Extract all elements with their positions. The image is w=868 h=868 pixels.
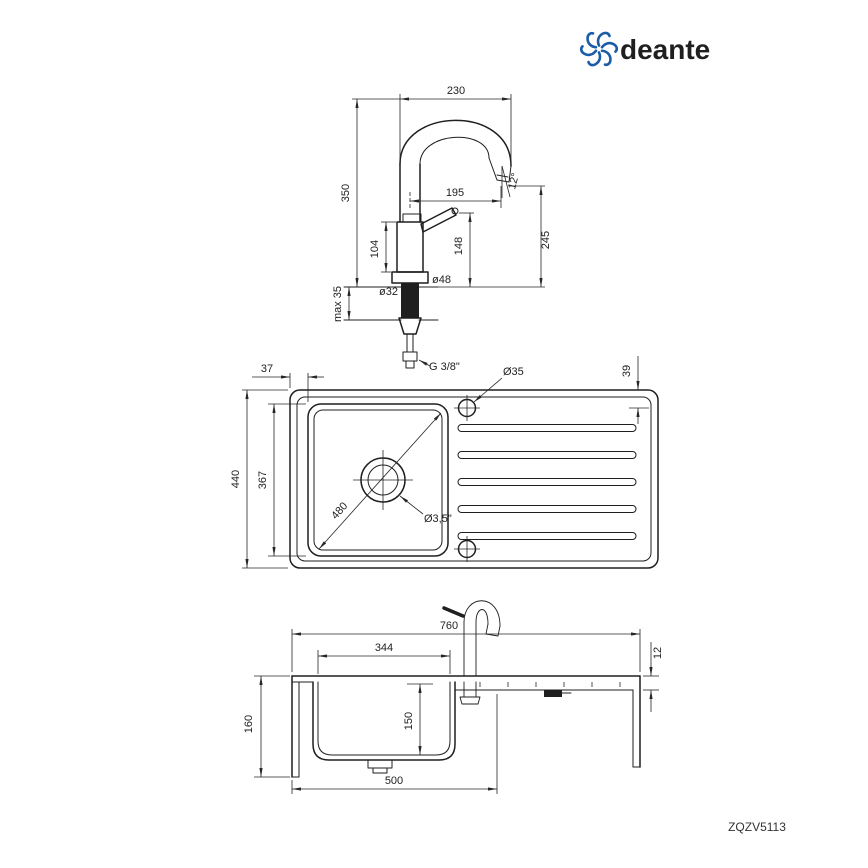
dim-230-label: 230 <box>447 85 465 97</box>
handle-knob <box>451 207 459 215</box>
dim-500-label: 500 <box>385 775 403 787</box>
dim-760-label: 760 <box>440 620 458 632</box>
threaded-shank <box>401 283 419 318</box>
dimension-hole-offset-39: 39 <box>621 356 649 424</box>
thread-label: G 3/8" <box>429 361 460 373</box>
deante-flower-icon <box>579 31 619 67</box>
sink-body-outline <box>289 389 659 569</box>
dim-39-label: 39 <box>621 365 633 377</box>
faucet-side-view: 12° 230 350 195 245 148 <box>332 85 552 373</box>
dim-480-label: 480 <box>329 500 350 522</box>
dimension-bowl-width-344: 344 <box>317 642 451 674</box>
dim-195-label: 195 <box>446 187 464 199</box>
dim-344-label: 344 <box>375 642 393 654</box>
dimension-diagonal-480: 480 <box>318 412 442 550</box>
drain-diameter-callout: Ø3,5" <box>399 495 452 525</box>
brand-logo: deante <box>579 31 710 67</box>
faucet-hole <box>454 395 480 421</box>
dimension-bowl-depth-150: 150 <box>403 683 433 755</box>
dimension-handle-height-148: 148 <box>453 212 474 287</box>
drainboard-grooves <box>457 424 637 540</box>
dim-160-label: 160 <box>243 715 255 733</box>
section-outline <box>291 675 641 778</box>
base-diameter-label: ø48 <box>432 274 451 286</box>
dim-148-label: 148 <box>453 237 465 255</box>
dimension-spout-offset-230: 230 <box>352 85 512 161</box>
dimension-depth-160: 160 <box>243 675 290 778</box>
accessory-hole <box>454 536 480 562</box>
drain-stub <box>367 759 393 769</box>
dimension-cabinet-500: 500 <box>291 694 498 794</box>
sink-section-view: 760 344 12 160 150 <box>243 600 664 794</box>
dimension-total-height-350: 350 <box>340 99 359 287</box>
dim-350-label: 350 <box>340 184 352 202</box>
model-number: ZQZV5113 <box>728 820 786 834</box>
dim-37-label: 37 <box>261 363 273 375</box>
spout-angle-label: 12° <box>506 172 522 191</box>
dim-12-label: 12 <box>652 647 664 659</box>
thread-callout: G 3/8" <box>418 359 460 373</box>
brand-logo-text: deante <box>620 34 710 65</box>
dimension-depth-440: 440 <box>230 389 288 569</box>
dim-150-label: 150 <box>403 712 415 730</box>
dimension-body-height-104: 104 <box>369 221 396 273</box>
faucet-outline <box>343 119 512 369</box>
dimension-spout-reach-195: 195 <box>409 186 502 210</box>
dimension-width-760: 760 <box>291 620 641 672</box>
dimension-max-thickness: max 35 <box>332 286 351 322</box>
hole-diameter-callout: Ø35 <box>473 366 524 403</box>
faucet-sketch <box>442 600 501 705</box>
dimension-bowl-367: 367 <box>257 403 306 557</box>
dimension-spout-height-245: 245 <box>424 185 552 288</box>
shank-diameter-label: ø32 <box>379 286 398 298</box>
dim-440-label: 440 <box>230 470 242 488</box>
mounting-clip <box>544 690 562 697</box>
faucet-handle-sketch <box>442 606 465 618</box>
dim-367-label: 367 <box>257 471 269 489</box>
spout-angle-annotation: 12° <box>501 165 522 198</box>
drain-diameter-label: Ø3,5" <box>424 513 452 525</box>
dim-104-label: 104 <box>369 240 381 258</box>
dim-245-label: 245 <box>540 231 552 249</box>
dim-max35-label: max 35 <box>332 286 344 322</box>
dimension-rim-12: 12 <box>643 642 664 712</box>
dimension-edge-offset-37: 37 <box>252 363 324 402</box>
sink-top-view: 37 39 Ø35 440 367 480 <box>230 356 659 569</box>
hole-diameter-label: Ø35 <box>503 366 524 378</box>
